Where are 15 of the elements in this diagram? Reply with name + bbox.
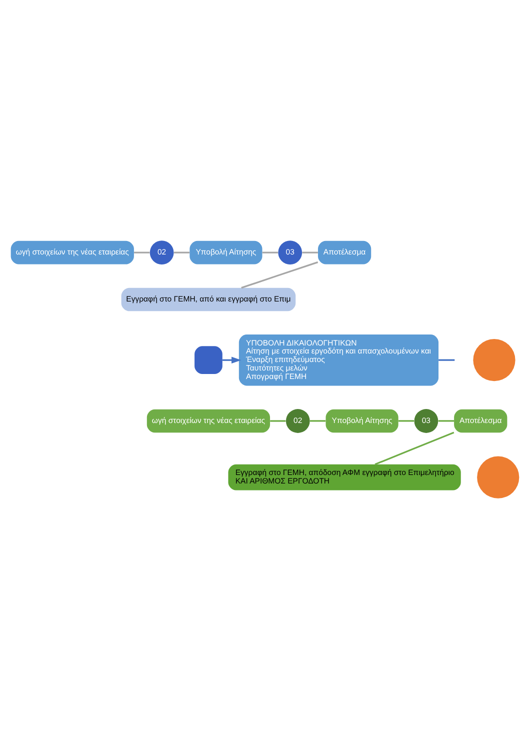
connector [398,420,414,422]
connector [302,252,318,254]
connector [438,420,454,422]
connector [310,420,326,422]
connector [374,432,454,466]
connector [174,252,190,254]
connector [270,420,286,422]
connector [241,261,318,289]
connector [134,252,150,254]
arrow [222,356,242,364]
node-circle [473,339,516,382]
node-circle [477,456,520,498]
node-box [194,346,222,374]
connector [438,359,455,361]
connector [262,252,278,254]
